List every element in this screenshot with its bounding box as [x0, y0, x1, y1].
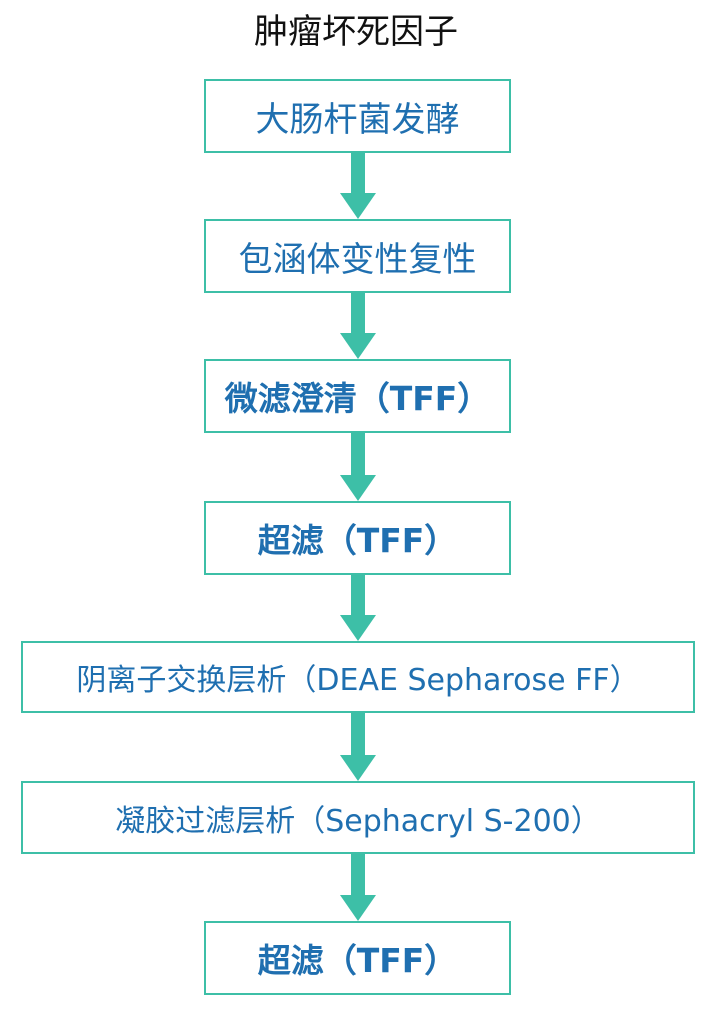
step-label: 阴离子交换层析（DEAE Sepharose FF）	[76, 663, 640, 698]
step-label: 微滤澄清（TFF）	[224, 379, 491, 418]
step-label: 大肠杆菌发酵	[255, 99, 460, 140]
flow-arrow-2	[340, 293, 376, 359]
step-ultrafiltration-2: 超滤（TFF）	[204, 921, 511, 995]
step-label: 包涵体变性复性	[238, 239, 477, 280]
step-inclusion-body-refolding: 包涵体变性复性	[204, 219, 511, 293]
flow-arrow-6	[340, 854, 376, 921]
flow-arrow-5	[340, 713, 376, 781]
diagram-title: 肿瘤坏死因子	[254, 12, 458, 52]
step-gel-filtration-chromatography: 凝胶过滤层析（Sephacryl S-200）	[21, 781, 695, 854]
step-ultrafiltration-1: 超滤（TFF）	[204, 501, 511, 575]
step-microfiltration-clarification: 微滤澄清（TFF）	[204, 359, 511, 433]
flow-arrow-3	[340, 433, 376, 501]
step-label: 凝胶过滤层析（Sephacryl S-200）	[115, 803, 601, 839]
flow-arrow-1	[340, 153, 376, 219]
step-label: 超滤（TFF）	[257, 941, 458, 980]
step-anion-exchange-chromatography: 阴离子交换层析（DEAE Sepharose FF）	[21, 641, 695, 713]
step-label: 超滤（TFF）	[257, 521, 458, 560]
step-ecoli-fermentation: 大肠杆菌发酵	[204, 79, 511, 153]
flow-arrow-4	[340, 575, 376, 641]
